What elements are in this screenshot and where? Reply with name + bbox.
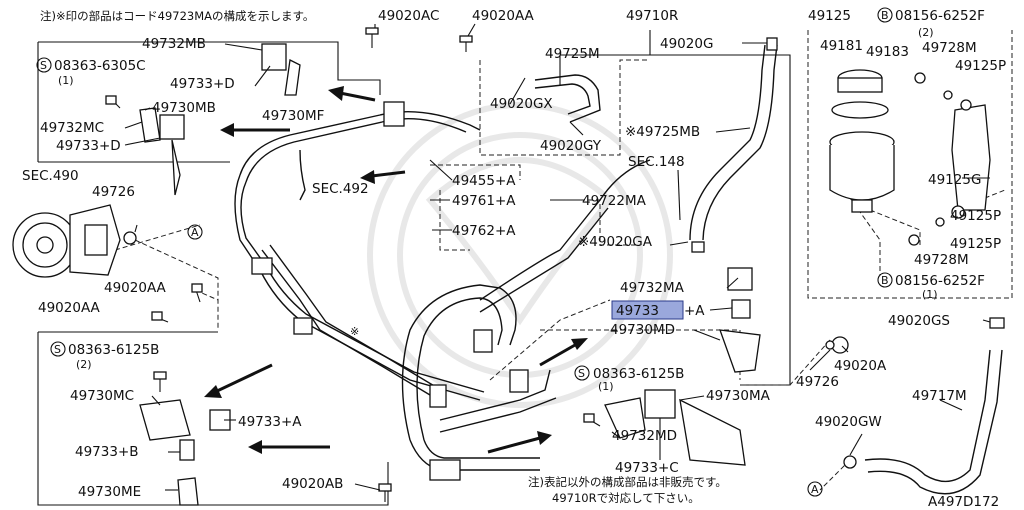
- ref-s-left-letter: S: [54, 343, 61, 356]
- label-49762A: 49762+A: [452, 223, 516, 239]
- label-49730MB: 49730MB: [152, 100, 216, 116]
- label-08363-6125B-right-qty: (1): [598, 380, 614, 393]
- highlight-box: [611, 300, 684, 320]
- label-49455A: 49455+A: [452, 173, 516, 189]
- ref-a-mid-letter: A: [191, 226, 199, 239]
- label-49125P-bot: 49125P: [950, 208, 1001, 224]
- label-sec148: SEC.148: [628, 154, 685, 170]
- label-49020AA-left: 49020AA: [38, 300, 101, 316]
- label-08363-6125B-left: 08363-6125B: [68, 342, 159, 358]
- ref-s-left: [50, 341, 66, 357]
- label-49733D-top: 49733+D: [170, 76, 235, 92]
- label-08363-6125B-left-qty: (2): [76, 358, 92, 371]
- ref-a-bot: [807, 481, 823, 497]
- label-sec492: SEC.492: [312, 181, 369, 197]
- label-49020GA: ※49020GA: [578, 234, 653, 250]
- ref-a-mid: [187, 224, 203, 240]
- ref-b-top-letter: B: [881, 9, 889, 22]
- label-49726-left: 49726: [92, 184, 135, 200]
- ref-s-right-letter: S: [578, 367, 585, 380]
- label-49020GY: 49020GY: [540, 138, 602, 154]
- label-49020A: 49020A: [834, 358, 887, 374]
- label-49183: 49183: [866, 44, 909, 60]
- label-49732MA: 49732MA: [620, 280, 685, 296]
- label-49020AA-mid: 49020AA: [104, 280, 167, 296]
- label-49732MB: 49732MB: [142, 36, 206, 52]
- label-49761A: 49761+A: [452, 193, 516, 209]
- label-49181: 49181: [820, 38, 863, 54]
- label-08156-top: 08156-6252F: [895, 8, 985, 24]
- ref-s-right: [574, 365, 590, 381]
- label-49730ME: 49730ME: [78, 484, 141, 500]
- diagram-id: A497D172: [928, 494, 999, 510]
- note-bottom-1: 注)表記以外の構成部品は非販売です。: [528, 475, 727, 489]
- ref-s-top: [36, 57, 52, 73]
- label-49020GW: 49020GW: [815, 414, 882, 430]
- label-49020AB: 49020AB: [282, 476, 343, 492]
- label-49730MA: 49730MA: [706, 388, 771, 404]
- label-49730MF: 49730MF: [262, 108, 324, 124]
- note-bottom-2: 49710Rで対応して下さい。: [552, 491, 700, 505]
- label-49728M-bot: 49728M: [914, 252, 969, 268]
- label-49730MC: 49730MC: [70, 388, 134, 404]
- label-08156-bot-qty: (1): [922, 288, 938, 301]
- power-steering-pump: [12, 204, 137, 278]
- label-49020AC: 49020AC: [378, 8, 439, 24]
- ref-b-bot: [877, 272, 893, 288]
- label-49733A-left: 49733+A: [238, 414, 302, 430]
- label-08363-6305C: 08363-6305C: [54, 58, 146, 74]
- label-49726-right: 49726: [796, 374, 839, 390]
- labels: 注)※印の部品はコード49723MAの構成を示します。 49020AC 4902…: [22, 7, 1006, 510]
- label-49125P-top: 49125P: [955, 58, 1006, 74]
- label-08156-bot: 08156-6252F: [895, 273, 985, 289]
- ref-b-top: [877, 7, 893, 23]
- label-49733A-suffix: +A: [684, 303, 705, 319]
- bolts: [105, 27, 601, 502]
- label-49020GX: 49020GX: [490, 96, 553, 112]
- note-top: 注)※印の部品はコード49723MAの構成を示します。: [40, 9, 314, 23]
- ref-s-top-letter: S: [40, 59, 47, 72]
- flow-arrows: [204, 86, 689, 454]
- label-49125G: 49125G: [928, 172, 981, 188]
- ref-b-bot-letter: B: [881, 274, 889, 287]
- label-49733C: 49733+C: [615, 460, 679, 476]
- label-49125P-bot2: 49125P: [950, 236, 1001, 252]
- label-49020AA-top: 49020AA: [472, 8, 535, 24]
- label-49020G: 49020G: [660, 36, 713, 52]
- label-sec490: SEC.490: [22, 168, 79, 184]
- ref-a-bot-letter: A: [811, 483, 819, 496]
- brackets: [139, 37, 1005, 506]
- label-08363-6125B-right: 08363-6125B: [593, 366, 684, 382]
- label-49733D-mid: 49733+D: [56, 138, 121, 154]
- leader-lines: [124, 23, 991, 491]
- label-49733B: 49733+B: [75, 444, 139, 460]
- label-49733-highlighted: 49733: [616, 303, 659, 319]
- label-49020GS: 49020GS: [888, 313, 950, 329]
- label-49717M: 49717M: [912, 388, 967, 404]
- label-49725MB: ※49725MB: [625, 124, 700, 140]
- label-star: ※: [350, 325, 359, 338]
- label-49710R: 49710R: [626, 8, 678, 24]
- label-08156-top-qty: (2): [918, 26, 934, 39]
- label-08363-6305C-qty: (1): [58, 74, 74, 87]
- label-49732MD: 49732MD: [612, 428, 677, 444]
- label-49725M: 49725M: [545, 46, 600, 62]
- label-49728M-top: 49728M: [922, 40, 977, 56]
- label-49125: 49125: [808, 8, 851, 24]
- label-49732MC: 49732MC: [40, 120, 104, 136]
- reservoir: [829, 69, 991, 246]
- watermark: [367, 102, 673, 408]
- label-49730MD: 49730MD: [610, 322, 675, 338]
- label-49722MA: 49722MA: [582, 193, 647, 209]
- pipe-assembly: [234, 44, 1003, 495]
